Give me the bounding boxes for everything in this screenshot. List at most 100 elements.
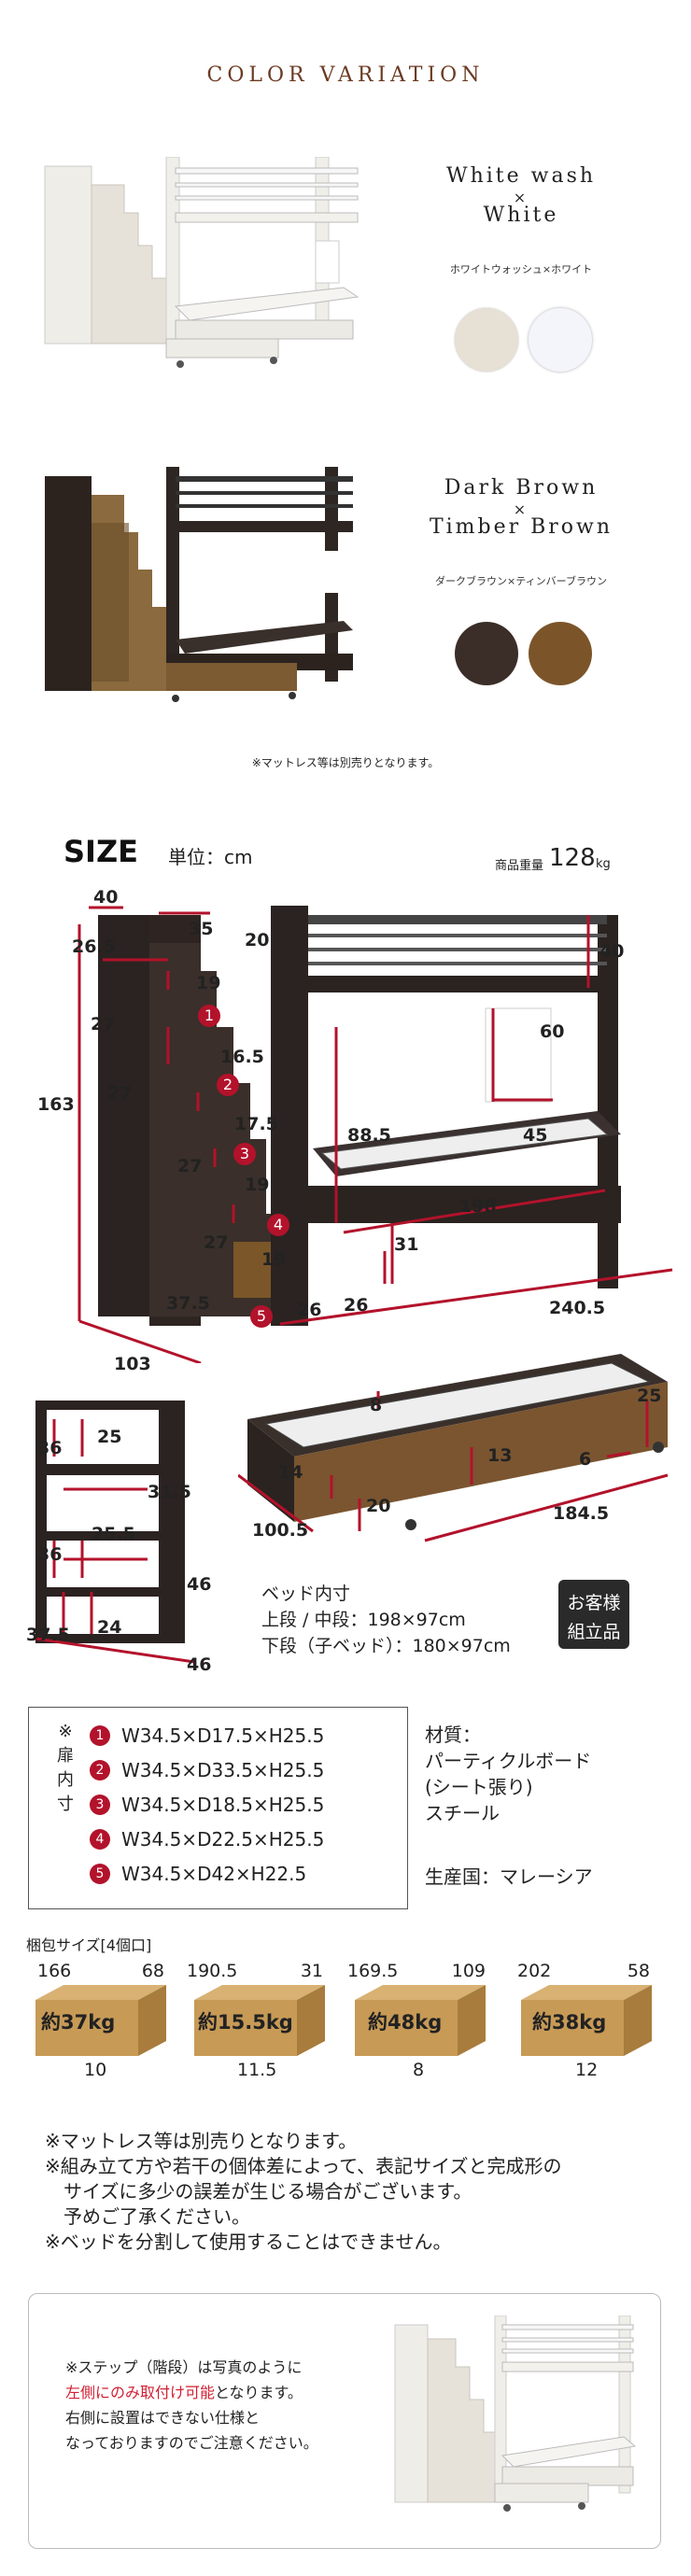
swatch-dark-brown (455, 622, 518, 685)
door-label-char-1: 扉 (57, 1746, 74, 1766)
package-dim-a: 169.5 (347, 1961, 399, 1981)
inner-size-lower: 下段（子ベッド）：180×97cm (261, 1636, 511, 1656)
notes-block: ※マットレス等は別売りとなります。 ※組み立て方や若干の個体差によって、表記サイ… (45, 2129, 680, 2255)
door-num: 4 (90, 1828, 110, 1850)
door-num: 3 (90, 1794, 110, 1815)
step-note-text: ※ステップ（階段）は写真のように 左側にのみ取付け可能となります。 右側に設置は… (65, 2355, 318, 2456)
material-title: 材質： (425, 1724, 481, 1746)
drawer-dim-6: 6 (579, 1449, 592, 1470)
door-item: 3 W34.5×D18.5×H25.5 (90, 1787, 324, 1822)
size-unit: 単位：cm (168, 846, 253, 868)
door-num: 2 (90, 1759, 110, 1781)
package-dim-a: 202 (517, 1961, 552, 1981)
step-num-2: 2 (217, 1074, 239, 1096)
step-left-bed-image (394, 2316, 637, 2512)
dim-17-5: 17.5 (234, 1114, 278, 1134)
dim-60: 60 (540, 1021, 565, 1042)
side-dim-46-b: 46 (187, 1654, 212, 1675)
weight-value: 128 (549, 844, 596, 872)
door-num: 5 (90, 1863, 110, 1884)
step-note-line-2: 左側にのみ取付け可能となります。 (65, 2380, 318, 2405)
mattress-note-top: ※マットレス等は別売りとなります。 (251, 756, 440, 769)
color-jp-2: ダークブラウン×ティンバーブラウン (435, 575, 607, 587)
dim-35: 35 (189, 919, 214, 939)
door-dim-text: W34.5×D22.5×H25.5 (121, 1827, 325, 1851)
door-label: ※ 扉 内 寸 (54, 1720, 77, 1817)
dim-240-5: 240.5 (549, 1298, 606, 1318)
assembly-badge-line2: 組立品 (567, 1622, 621, 1642)
package-dim-c: 10 (84, 2060, 107, 2080)
dim-31: 31 (394, 1234, 419, 1255)
door-dim-text: W34.5×D18.5×H25.5 (121, 1793, 325, 1816)
step-num-4: 4 (267, 1214, 289, 1236)
package-dim-b: 31 (300, 1961, 323, 1981)
side-dim-24: 24 (97, 1617, 122, 1638)
package-weight: 約38kg (532, 2011, 607, 2034)
drawer-dim-14: 14 (278, 1462, 303, 1483)
door-label-char-3: 寸 (57, 1795, 74, 1814)
package-2: 190.5 31 約15.5kg 11.5 (185, 1961, 334, 2082)
dim-103: 103 (114, 1354, 151, 1374)
package-3: 169.5 109 約48kg 8 (346, 1961, 495, 2082)
package-1: 166 68 約37kg 10 (26, 1961, 176, 2082)
package-weight: 約37kg (41, 2011, 116, 2034)
drawer-dim-20: 20 (366, 1496, 391, 1516)
package-4: 202 58 約38kg 12 (512, 1961, 661, 2082)
door-dim-text: W34.5×D33.5×H25.5 (121, 1758, 325, 1781)
bed-dimension-diagram (78, 906, 673, 1363)
color-name-1-line1: White wash (445, 164, 597, 188)
color-name-1-line2: White (483, 204, 559, 227)
drawer-dim-184-5: 184.5 (553, 1503, 610, 1524)
door-label-mark: ※ (58, 1722, 73, 1741)
door-item: 2 W34.5×D33.5×H25.5 (90, 1753, 324, 1787)
side-shelf-diagram (35, 1401, 195, 1664)
step-num-3: 3 (233, 1143, 256, 1165)
dark-bunk-bed-image (45, 467, 353, 702)
material-line-3: スチール (425, 1802, 500, 1824)
side-dim-46-a: 46 (187, 1574, 212, 1595)
dim-40-right: 40 (599, 941, 625, 962)
dim-27-a: 27 (91, 1014, 116, 1035)
inner-size-upper: 上段 / 中段：198×97cm (261, 1610, 466, 1630)
dim-45: 45 (523, 1125, 548, 1146)
dim-16-5: 16.5 (220, 1047, 264, 1067)
weight-label: 商品重量 (495, 859, 544, 873)
drawer-dim-13: 13 (487, 1445, 513, 1466)
note-line-2: ※組み立て方や若干の個体差によって、表記サイズと完成形の (45, 2155, 562, 2177)
step-note-box (28, 2293, 661, 2549)
dim-27-c: 27 (177, 1156, 203, 1176)
note-line-3: サイズに多少の誤差が生じる場合がございます。 (63, 2180, 472, 2203)
side-dim-25-5: 25.5 (92, 1524, 135, 1544)
dim-26-b: 26 (344, 1295, 369, 1316)
section-title: COLOR VARIATION (206, 63, 485, 87)
step-note-highlight: 左側にのみ取付け可能 (65, 2384, 216, 2401)
drawer-diagram (238, 1354, 669, 1542)
note-line-5: ※ベッドを分割して使用することはできません。 (45, 2231, 452, 2253)
dim-163: 163 (37, 1094, 75, 1115)
dim-37-5: 37.5 (166, 1293, 210, 1314)
drawer-dim-8: 8 (370, 1395, 383, 1415)
assembly-badge: お客様 組立品 (558, 1580, 629, 1649)
dim-27-d: 27 (204, 1232, 229, 1253)
package-dim-b: 109 (451, 1961, 486, 1981)
step-note-line-1: ※ステップ（階段）は写真のように (65, 2358, 303, 2376)
assembly-badge-line1: お客様 (567, 1593, 621, 1613)
origin: 生産国：マレーシア (425, 1865, 593, 1888)
swatch-white (529, 308, 592, 372)
package-dim-a: 166 (37, 1961, 72, 1981)
box-icon (35, 1985, 166, 2056)
drawer-dim-25: 25 (637, 1386, 662, 1406)
size-title: SIZE (63, 834, 139, 869)
door-dims-box (28, 1707, 408, 1909)
material-line-2: (シート張り) (425, 1776, 533, 1798)
door-label-char-2: 内 (57, 1770, 74, 1790)
white-bunk-bed-image (35, 157, 362, 400)
color-jp-1: ホワイトウォッシュ×ホワイト (449, 263, 593, 275)
package-dim-c: 8 (413, 2060, 425, 2080)
door-item: 5 W34.5×D42×H22.5 (90, 1856, 324, 1891)
door-item: 4 W34.5×D22.5×H25.5 (90, 1822, 324, 1856)
material-line-1: パーティクルボード (425, 1750, 592, 1772)
step-num-5: 5 (250, 1305, 273, 1328)
door-num: 1 (90, 1724, 110, 1746)
packages-title: 梱包サイズ[4個口] (26, 1936, 152, 1954)
